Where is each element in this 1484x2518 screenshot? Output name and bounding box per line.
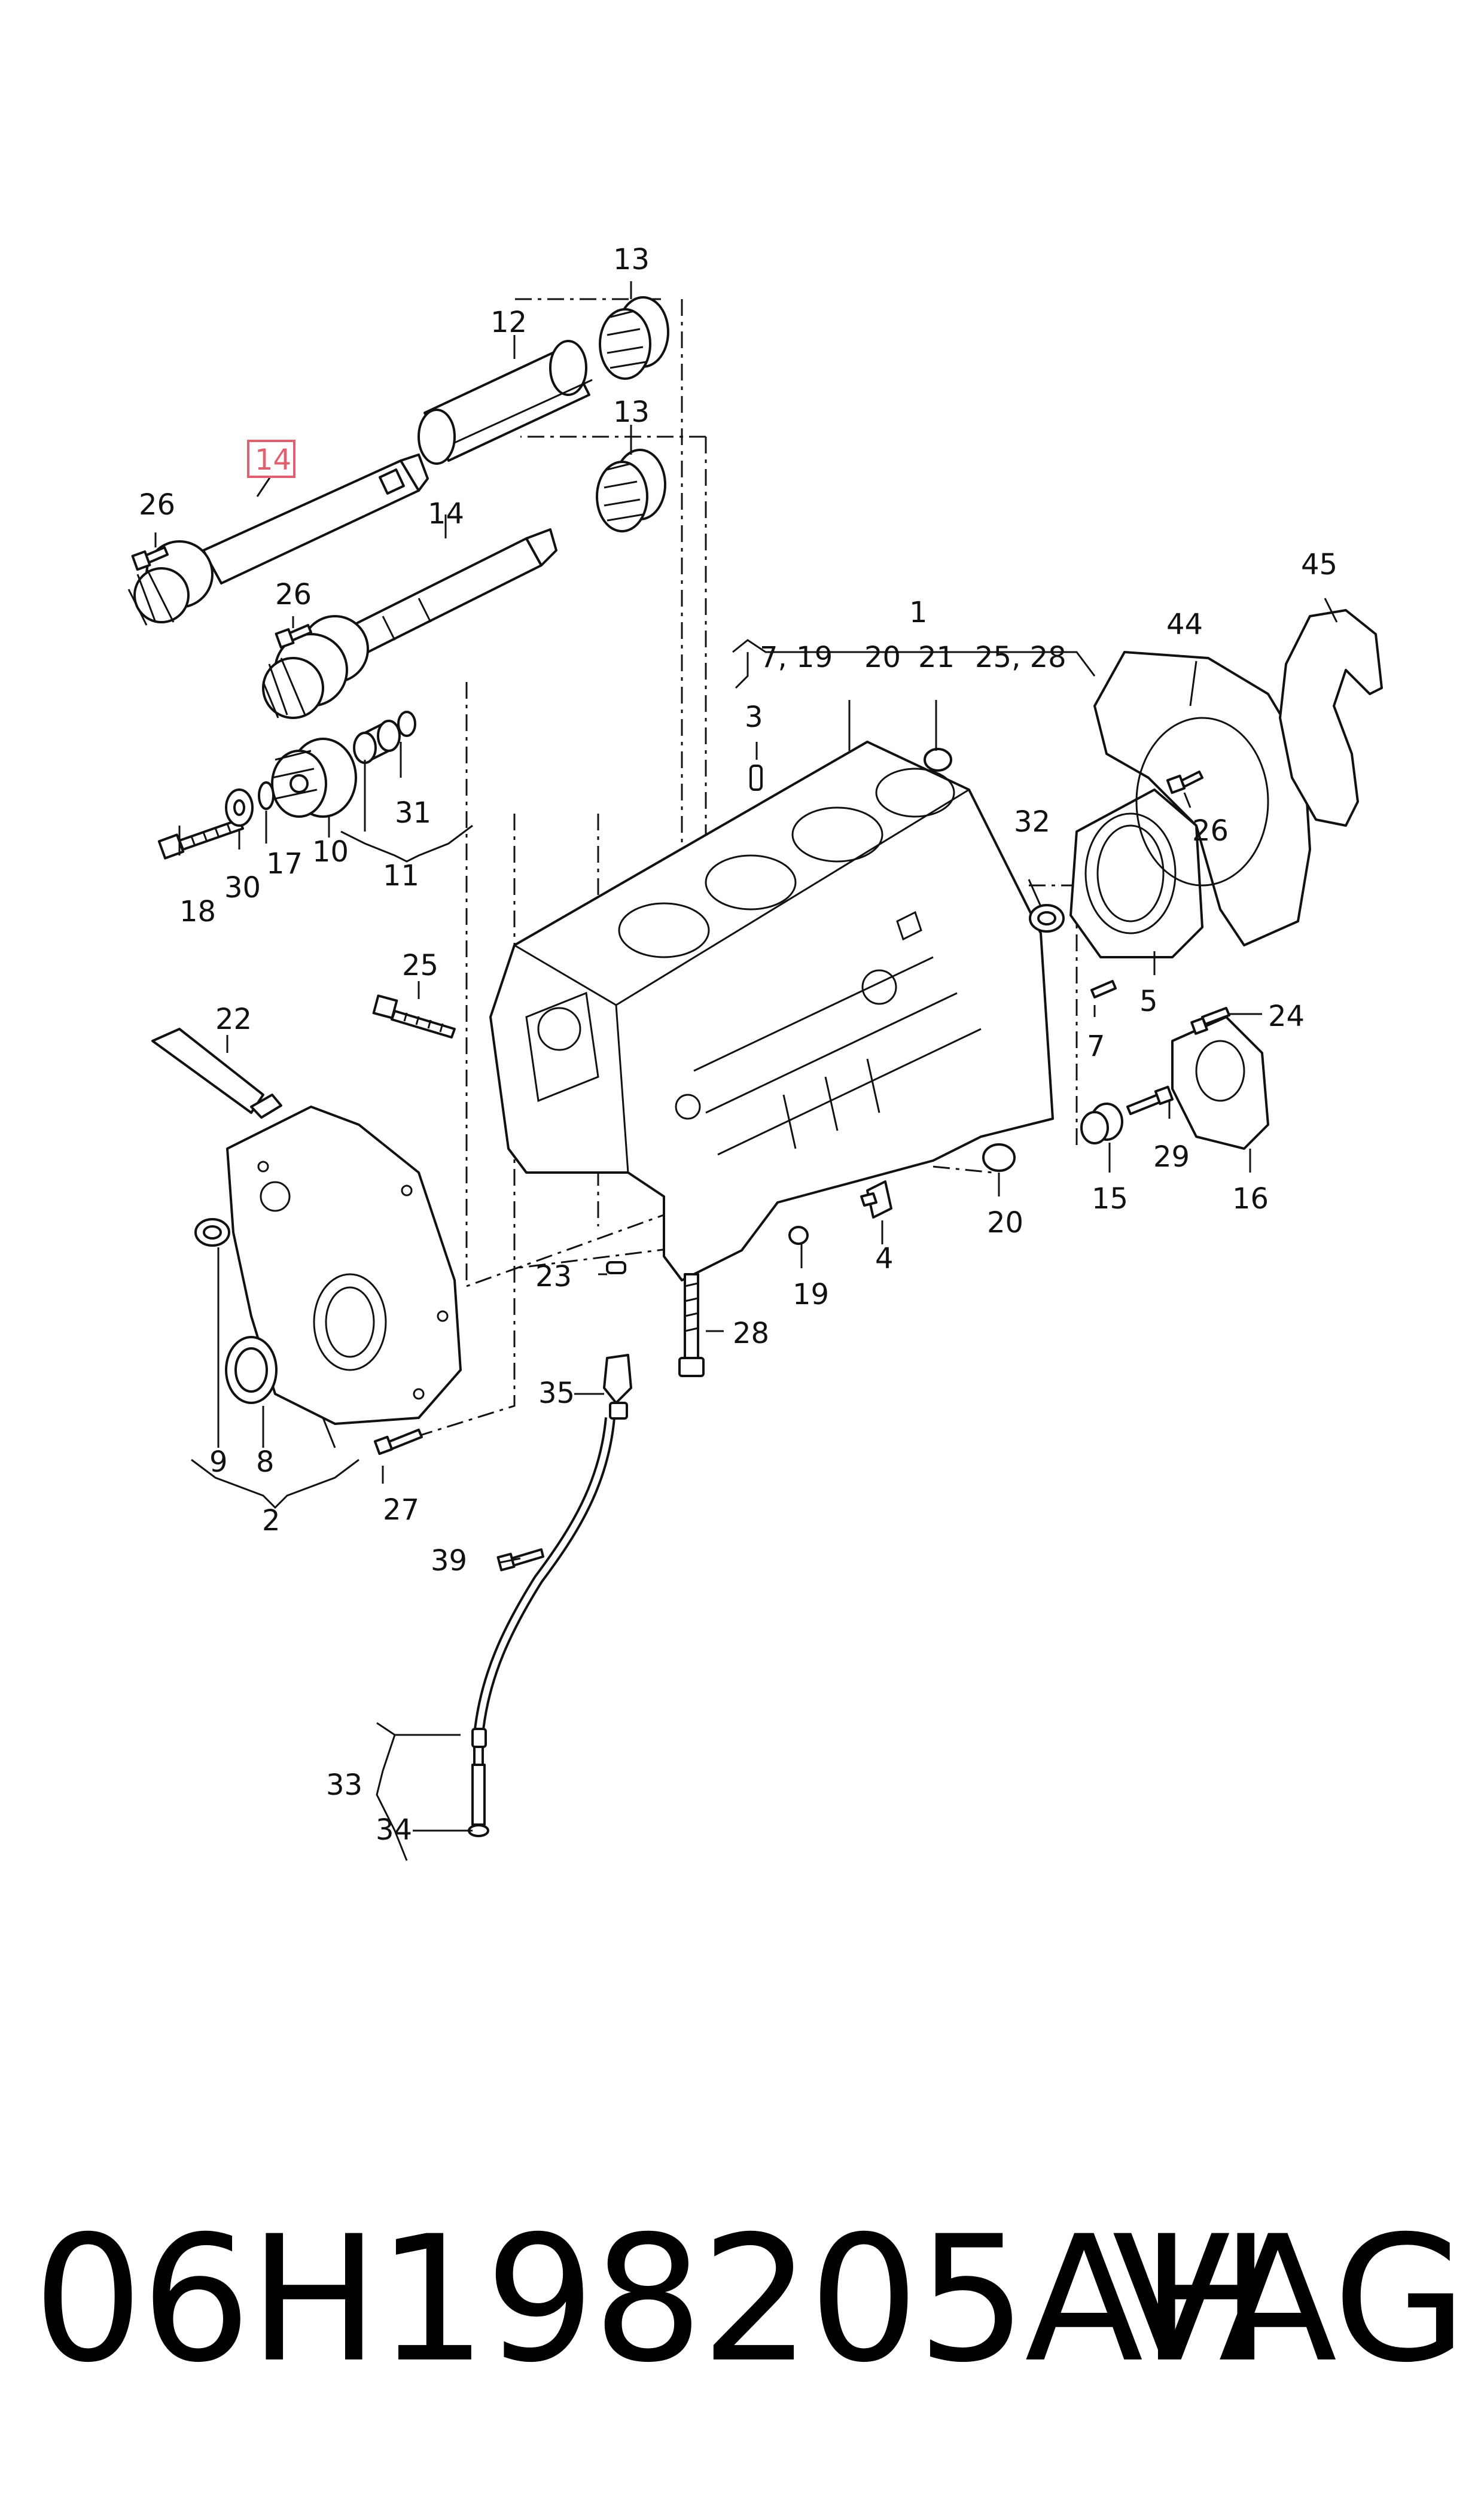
- callout-18: 18: [179, 895, 216, 928]
- plug-23: [606, 1261, 626, 1274]
- callout-19: 19: [793, 1278, 829, 1311]
- callout-24: 24: [1268, 1000, 1305, 1033]
- seal-8: [225, 1336, 278, 1404]
- callout-8: 8: [256, 1445, 275, 1479]
- flywheel-cover-plate: [1093, 651, 1311, 946]
- seal-9: [194, 1218, 230, 1247]
- engine-block: [489, 741, 1054, 1281]
- callout-group-25-28: 25, 28: [975, 641, 1066, 674]
- callout-9: 9: [209, 1445, 228, 1479]
- callout-labels: 1 7, 19 20 21 25, 28 2 3 4 5 7 8 9 10 11…: [139, 243, 1337, 1847]
- callout-12: 12: [490, 306, 527, 339]
- ring-17: [258, 781, 275, 810]
- callout-29: 29: [1153, 1140, 1190, 1174]
- timing-chain-cover: [226, 1106, 462, 1425]
- callout-32: 32: [1014, 805, 1050, 839]
- callout-7: 7: [1087, 1030, 1105, 1063]
- callout-15: 15: [1092, 1182, 1128, 1216]
- callout-31: 31: [395, 796, 431, 830]
- balance-shaft-lower: [262, 528, 557, 719]
- callout-39: 39: [431, 1544, 467, 1578]
- callout-4: 4: [875, 1242, 894, 1275]
- bolt-26-right: [1166, 771, 1203, 794]
- callout-27: 27: [383, 1493, 419, 1527]
- leader-lines: [154, 281, 1338, 1861]
- callout-2: 2: [262, 1504, 281, 1537]
- part-number: 06H198205AH: [33, 2199, 1272, 2401]
- pulley-15: [1080, 1103, 1123, 1144]
- sensor-bracket-16: [1171, 1016, 1269, 1150]
- dipstick-cap-35: [603, 1354, 632, 1420]
- bolt-29: [1126, 1085, 1174, 1115]
- dowel-pin-3: [749, 765, 763, 791]
- callout-44: 44: [1166, 608, 1203, 641]
- callout-26-middle: 26: [275, 578, 312, 611]
- callout-33: 33: [326, 1768, 362, 1802]
- ring-19: [788, 1226, 809, 1245]
- callout-11: 11: [383, 859, 419, 893]
- bolt-24: [1190, 1007, 1230, 1035]
- brand-name: VAG: [1112, 2199, 1467, 2401]
- balance-shaft-tube: [418, 340, 593, 465]
- callout-34: 34: [376, 1813, 412, 1847]
- heat-shield: [1279, 609, 1383, 827]
- balance-shaft-highlighted: [127, 453, 429, 626]
- dowel-pin-7: [1090, 980, 1117, 998]
- dipstick-guide-tube: [471, 1417, 615, 1826]
- sealant-tube: [151, 1028, 282, 1119]
- callout-30: 30: [224, 871, 261, 905]
- callout-26-right: 26: [1192, 814, 1229, 848]
- callout-14: 14: [428, 497, 464, 531]
- bolt-27: [373, 1429, 423, 1456]
- callout-13-upper: 13: [613, 243, 650, 276]
- callout-22: 22: [215, 1003, 252, 1036]
- bolt-25: [372, 994, 456, 1039]
- callout-17: 17: [266, 847, 303, 881]
- plug-21: [924, 748, 952, 772]
- plug-20: [982, 1143, 1016, 1172]
- callout-10: 10: [312, 835, 349, 869]
- bolt-26-middle: [275, 624, 312, 649]
- bolt-18: [157, 818, 244, 860]
- callout-16: 16: [1232, 1182, 1269, 1216]
- needle-bearing-lower: [596, 449, 666, 532]
- bushing-assembly: [353, 711, 416, 764]
- callout-13-lower: 13: [613, 395, 650, 429]
- callout-28: 28: [733, 1317, 769, 1350]
- bolt-28: [678, 1273, 705, 1377]
- callout-25: 25: [402, 949, 438, 982]
- callout-5: 5: [1139, 985, 1158, 1018]
- intermediate-gear: [271, 738, 357, 818]
- exploded-parts-diagram: 1 7, 19 20 21 25, 28 2 3 4 5 7 8 9 10 11…: [127, 243, 1383, 1861]
- highlight-box: [247, 440, 295, 478]
- seal-32: [1029, 904, 1065, 933]
- callout-group-21: 21: [918, 641, 955, 674]
- needle-bearing-upper: [599, 296, 669, 380]
- callout-group-20: 20: [864, 641, 901, 674]
- callout-1: 1: [909, 596, 928, 629]
- rear-seal-flange: [1069, 788, 1203, 958]
- callout-26-upper: 26: [139, 488, 175, 522]
- callout-group-7-19: 7, 19: [760, 641, 833, 674]
- callout-14-highlighted: 14: [255, 443, 291, 477]
- nozzle-4: [860, 1180, 892, 1219]
- callout-35: 35: [538, 1377, 575, 1410]
- callout-3: 3: [745, 701, 763, 734]
- washer-30: [225, 788, 254, 827]
- callout-23: 23: [535, 1260, 572, 1293]
- caption-bar: 06H198205AH VAG: [0, 2213, 1484, 2465]
- bolt-39: [496, 1548, 544, 1572]
- callout-45: 45: [1301, 548, 1337, 581]
- callout-20: 20: [987, 1206, 1023, 1240]
- bolt-26-upper: [131, 546, 169, 571]
